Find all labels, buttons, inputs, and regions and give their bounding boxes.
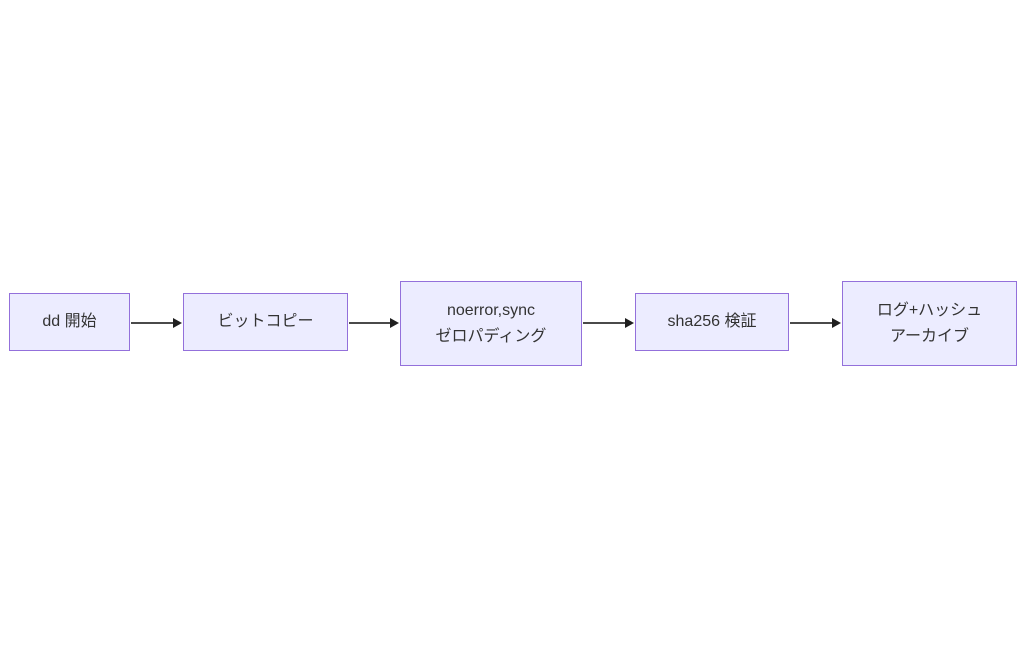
edge-arrow-2 — [349, 313, 399, 333]
node-label-line: sha256 検証 — [667, 313, 757, 331]
arrowhead-right-icon — [173, 318, 182, 328]
node-noerror-sync-zero-padding: noerror,sync ゼロパディング — [400, 281, 582, 366]
node-label-line: ビットコピー — [217, 313, 314, 331]
node-label-line: アーカイブ — [889, 327, 970, 345]
node-sha256-verify: sha256 検証 — [635, 293, 789, 351]
arrowhead-right-icon — [625, 318, 634, 328]
arrowhead-right-icon — [390, 318, 399, 328]
arrowhead-right-icon — [832, 318, 841, 328]
node-label-line: dd 開始 — [42, 313, 97, 331]
node-label-line: noerror,sync — [446, 301, 536, 319]
node-label-line: ゼロパディング — [435, 327, 547, 345]
arrow-line — [349, 322, 390, 324]
edge-arrow-3 — [583, 313, 634, 333]
node-label-line: ログ+ハッシュ — [876, 301, 983, 319]
node-bit-copy: ビットコピー — [183, 293, 348, 351]
arrow-line — [583, 322, 625, 324]
node-log-hash-archive: ログ+ハッシュ アーカイブ — [842, 281, 1017, 366]
arrow-line — [790, 322, 832, 324]
edge-arrow-4 — [790, 313, 841, 333]
arrow-line — [131, 322, 173, 324]
edge-arrow-1 — [131, 313, 182, 333]
node-dd-start: dd 開始 — [9, 293, 130, 351]
